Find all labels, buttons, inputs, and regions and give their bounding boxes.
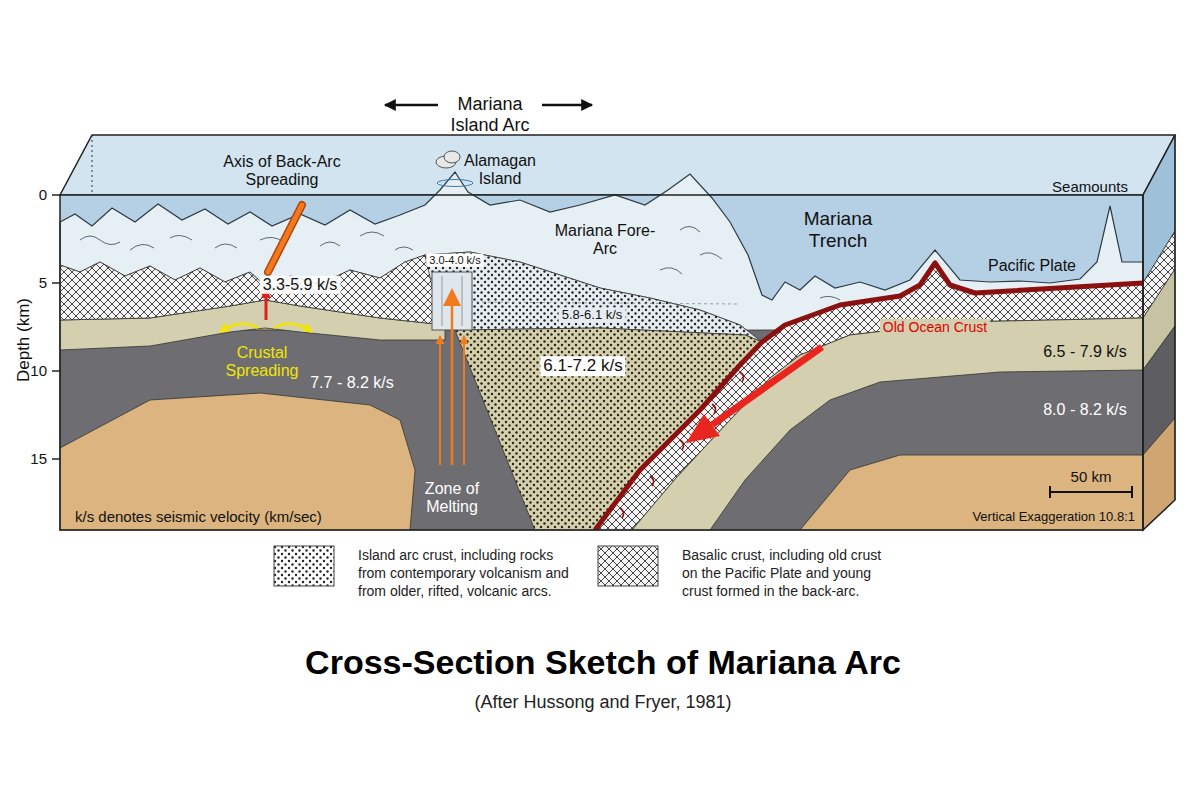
seafloor-relief (60, 172, 1143, 530)
plate-label: Pacific Plate (988, 257, 1076, 275)
region-label: Mariana Island Arc (434, 94, 546, 135)
process-label: Crustal Spreading (217, 344, 307, 381)
axis-tick: 5 (39, 274, 47, 291)
legend-swatch (597, 545, 659, 587)
velocity-label: 6.1-7.2 k/s (540, 356, 625, 376)
scale-bar (1050, 486, 1132, 498)
swatch-fill (598, 546, 658, 586)
island-label: Alamagan Island (453, 152, 548, 189)
process-label: Zone of Melting (416, 480, 488, 517)
note: k/s denotes seismic velocity (km/sec) (75, 508, 322, 525)
note: Vertical Exaggeration 10.8:1 (972, 510, 1135, 525)
box-edge (92, 135, 93, 195)
rock-layers (60, 252, 1143, 530)
diagram-caption: (After Hussong and Fryer, 1981) (3, 692, 1200, 713)
velocity-label: 3.3-5.9 k/s (260, 276, 341, 294)
block-outline (1143, 135, 1175, 530)
legend-text: Basalic crust, including old crust on th… (682, 546, 900, 601)
diagram-title: Cross-Section Sketch of Mariana Arc (3, 643, 1200, 682)
velocity-label: 5.8-6.1 k/s (559, 308, 626, 323)
subduction-arrow (686, 347, 822, 443)
feature-label: Axis of Back-Arc Spreading (207, 153, 357, 190)
velocity-label: 3.0-4.0 k/s (426, 254, 483, 267)
axis-tick: 15 (30, 450, 47, 467)
depth-ticks (52, 195, 60, 459)
magma-conduit (432, 272, 472, 465)
scale-label: 50 km (1071, 468, 1112, 485)
sea-surface (60, 135, 1175, 195)
feature-label: Seamounts (1052, 178, 1128, 195)
trench-label: Mariana Trench (778, 208, 898, 252)
axis-tick: 0 (39, 186, 47, 203)
block-side (1143, 135, 1175, 530)
velocity-label: 8.0 - 8.2 k/s (1043, 401, 1127, 419)
swatch-fill (274, 546, 334, 586)
velocity-label: 7.7 - 8.2 k/s (310, 374, 394, 392)
eruption-cloud (436, 151, 460, 168)
velocity-label: 6.5 - 7.9 k/s (1043, 343, 1127, 361)
legend-swatch (273, 545, 335, 587)
crust-label: Old Ocean Crust (880, 319, 990, 335)
region-label: Mariana Fore-Arc (550, 222, 660, 259)
legend-text: Island arc crust, including rocks from c… (358, 546, 576, 601)
spreading-axis (220, 205, 312, 332)
wave-ring (437, 180, 473, 187)
block-outline (60, 195, 1143, 530)
axis-title: Depth (km) (14, 298, 34, 382)
